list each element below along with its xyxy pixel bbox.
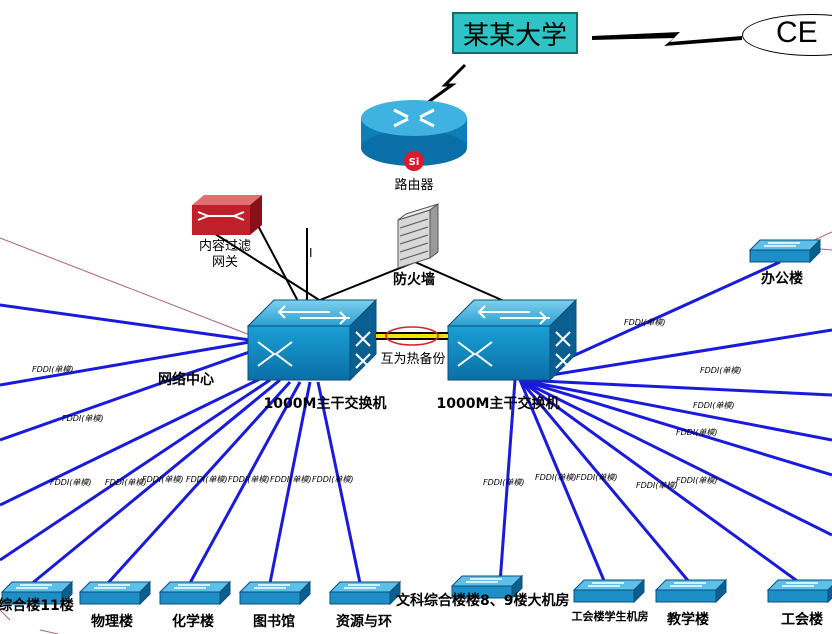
fddi-label: FDDI(单模) <box>228 475 270 484</box>
fddi-labels: FDDI(单模) FDDI(单模) FDDI(单模) FDDI(单模) FDDI… <box>32 318 742 490</box>
fddi-label: FDDI(单模) <box>312 475 354 484</box>
fddi-label: FDDI(单模) <box>105 478 147 487</box>
content-filter-icon <box>192 195 262 235</box>
fddi-label: FDDI(单模) <box>636 481 678 490</box>
switch-resources-icon <box>328 580 402 606</box>
lightning-router-icon <box>419 63 467 110</box>
content-filter-label-line1: 内容过滤 <box>199 238 251 254</box>
fddi-label: FDDI(单模) <box>576 473 618 482</box>
switch-union-student-icon <box>572 578 646 604</box>
fddi-label: FDDI(单模) <box>693 401 735 410</box>
core-links <box>211 219 521 311</box>
switch-teaching-icon <box>654 578 728 604</box>
core-switch-left-icon <box>246 298 378 382</box>
university-node: 某某大学 <box>452 12 578 54</box>
building-label-union: 工会楼 <box>781 611 823 628</box>
fddi-label: FDDI(单模) <box>535 473 577 482</box>
fddi-label: FDDI(单模) <box>32 365 74 374</box>
cursor-mark: I <box>309 246 313 260</box>
switch-union-icon <box>766 579 832 604</box>
fddi-label: FDDI(单模) <box>186 475 228 484</box>
network-center-label: 网络中心 <box>158 371 214 388</box>
fddi-label: FDDI(单模) <box>700 366 742 375</box>
right-links <box>498 260 832 585</box>
firewall-icon <box>397 203 439 269</box>
fddi-label: FDDI(单模) <box>50 478 92 487</box>
fddi-label: FDDI(单模) <box>270 475 312 484</box>
fddi-label: FDDI(单模) <box>142 475 184 484</box>
router-label: 路由器 <box>394 177 433 193</box>
fddi-label: FDDI(单模) <box>62 414 104 423</box>
switch-chemistry-icon <box>158 580 232 606</box>
core-switch-left-label: 1000M主干交换机 <box>264 395 387 412</box>
switch-physics-icon <box>78 580 152 606</box>
hot-backup-label: 互为热备份 <box>380 351 445 367</box>
switch-integrated-icon <box>0 580 74 606</box>
core-switch-right-label: 1000M主干交换机 <box>437 395 560 412</box>
building-label-liberal-arts: 文科综合楼楼8、9楼大机房 <box>396 592 569 609</box>
building-label-chemistry: 化学楼 <box>172 613 214 630</box>
hot-backup-link <box>376 326 448 346</box>
building-label-teaching: 教学楼 <box>667 611 709 628</box>
router-icon <box>361 100 467 171</box>
left-links <box>0 303 362 587</box>
building-label-office: 办公楼 <box>761 270 803 287</box>
lightning-cernet-icon <box>592 32 742 46</box>
fddi-label: FDDI(单模) <box>676 476 718 485</box>
switch-liberal-arts-icon <box>450 574 524 600</box>
firewall-label: 防火墙 <box>393 271 435 288</box>
building-label-union-student: 工会楼学生机房 <box>572 609 649 623</box>
university-label: 某某大学 <box>462 20 567 51</box>
cernet-label: CE <box>776 16 818 49</box>
switch-library-icon <box>238 580 312 606</box>
building-switches <box>0 238 832 606</box>
edge-links <box>0 231 832 634</box>
router-badge: Si <box>409 157 420 168</box>
fddi-label: FDDI(单模) <box>676 428 718 437</box>
core-switch-right-icon <box>446 298 578 382</box>
fddi-label: FDDI(单模) <box>624 318 666 327</box>
switch-office-icon <box>748 238 822 264</box>
building-label-library: 图书馆 <box>253 613 295 630</box>
building-label-integrated: 综合楼11楼 <box>0 597 74 614</box>
building-label-physics: 物理楼 <box>91 613 133 630</box>
fddi-label: FDDI(单模) <box>483 478 525 487</box>
content-filter-label-line2: 网关 <box>212 255 238 270</box>
building-label-resources: 资源与环 <box>336 613 392 630</box>
